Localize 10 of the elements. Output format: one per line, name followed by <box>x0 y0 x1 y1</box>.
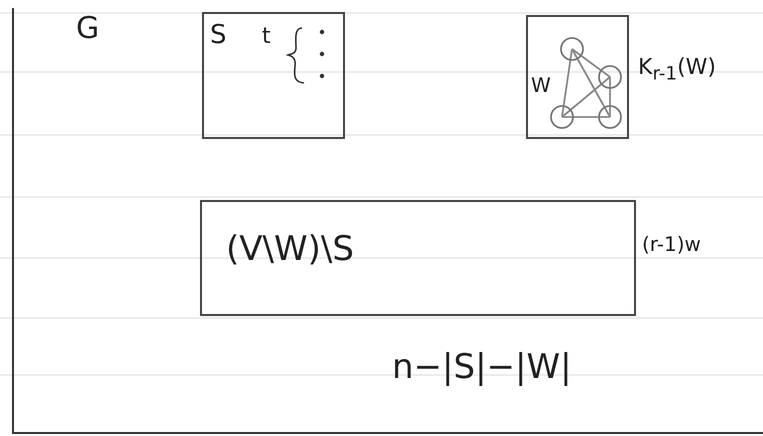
set-label: S <box>210 22 227 48</box>
set-label: G <box>76 14 100 44</box>
size-label: n−|S|−|W| <box>392 350 572 384</box>
annotation-label: K$_{r-1}$(W) <box>638 57 716 84</box>
set-label: (V\W)\S <box>226 232 354 266</box>
graph-frame <box>12 8 763 434</box>
set-label: W <box>531 75 551 95</box>
vertex-set-box <box>202 12 345 139</box>
annotation-label: (r-1)w <box>642 234 701 254</box>
set-label: t <box>262 26 271 48</box>
